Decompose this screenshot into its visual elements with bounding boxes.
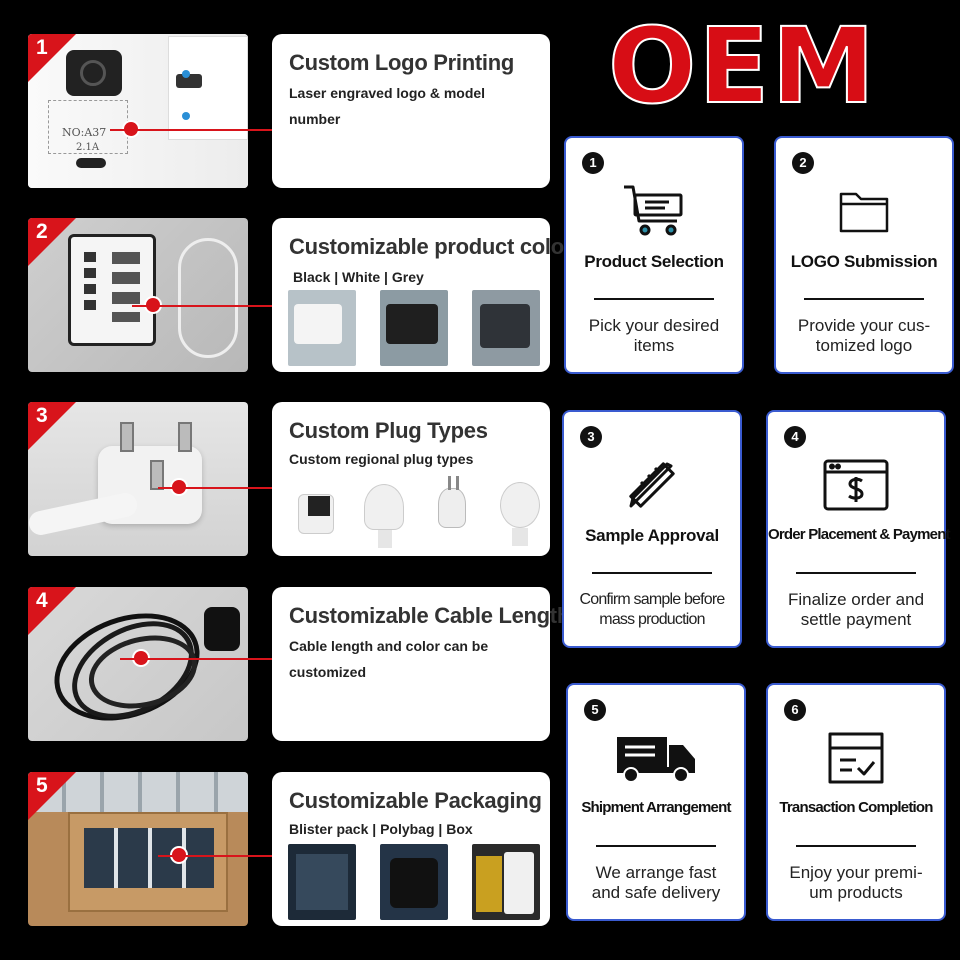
feature-plug-types: 3 Custom Plug Types Custom regional plug… [0, 402, 560, 562]
pencil-ruler-icon [564, 454, 740, 516]
step-divider [596, 845, 716, 847]
step-title: Transaction Completion [779, 799, 933, 816]
step-title: LOGO Submission [790, 252, 938, 271]
feature-cable-length: 4 Customizable Cable Length Cable length… [0, 587, 570, 747]
step-number: 3 [580, 426, 602, 448]
photo-amp-text: 2.1A [76, 142, 100, 153]
step-card-2: 2 LOGO Submission Provide your cus-tomiz… [774, 136, 954, 374]
step-number: 6 [784, 699, 806, 721]
plug-india-icon [356, 474, 412, 550]
color-thumb-white [288, 290, 356, 366]
step-title: Order Placement & Payment [768, 526, 951, 543]
step-number: 5 [584, 699, 606, 721]
connector-line [110, 129, 272, 131]
feature-logo-printing: NO:A37 2.1A 1 Custom Logo Printing Laser… [0, 34, 560, 194]
step-title: Product Selection [584, 252, 724, 271]
payment-browser-icon [768, 454, 944, 516]
feature-number: 2 [36, 220, 48, 243]
feature-card: Customizable Cable Length Cable length a… [272, 587, 570, 741]
feature-number: 1 [36, 36, 48, 59]
folder-icon [776, 180, 952, 242]
step-card-5: 5 Shipment Arrangement We arrange fast a… [566, 683, 746, 921]
color-thumb-black [380, 290, 448, 366]
feature-title: Custom Logo Printing [289, 50, 514, 75]
step-divider [796, 845, 916, 847]
step-title: Sample Approval [585, 526, 719, 545]
package-box-thumb [472, 844, 540, 920]
feature-subtitle: Laser engraved logo & model number [289, 85, 486, 127]
feature-title: Custom Plug Types [289, 418, 488, 443]
step-title: Shipment Arrangement [581, 799, 731, 816]
step-description: Enjoy your premi-um products [789, 863, 923, 902]
plug-uk-icon [288, 474, 344, 550]
feature-number: 5 [36, 774, 48, 797]
plug-schuko-icon [492, 474, 548, 550]
feature-photo: NO:A37 2.1A 1 [28, 34, 248, 188]
feature-number: 4 [36, 589, 48, 612]
feature-photo: 4 [28, 587, 248, 741]
step-divider [594, 298, 714, 300]
step-card-3: 3 Sample Approval Confirm sample before … [562, 410, 742, 648]
feature-subtitle: Blister pack | Polybag | Box [289, 821, 473, 837]
feature-subtitle: Black | White | Grey [293, 269, 424, 285]
step-card-6: 6 Transaction Completion Enjoy your prem… [766, 683, 946, 921]
step-description: Pick your desired items [588, 316, 720, 355]
feature-number: 3 [36, 404, 48, 427]
step-number: 4 [784, 426, 806, 448]
photo-model-text: NO:A37 [62, 126, 107, 139]
oem-heading: OEM [607, 5, 877, 127]
step-description: Finalize order and settle payment [787, 590, 925, 629]
connector-line [132, 305, 272, 307]
feature-subtitle: Cable length and color can be customized [289, 638, 489, 680]
step-card-1: 1 Product Selection Pick your desired it… [564, 136, 744, 374]
feature-photo: 3 [28, 402, 248, 556]
feature-photo: 5 [28, 772, 248, 926]
connector-line [158, 487, 272, 489]
feature-subtitle: Custom regional plug types [289, 451, 474, 467]
feature-product-colors: 2 Customizable product colors Black | Wh… [0, 218, 585, 378]
step-description: We arrange fast and safe delivery [591, 863, 721, 902]
package-polybag-thumb [380, 844, 448, 920]
step-divider [592, 572, 712, 574]
feature-packaging: 5 Customizable Packaging Blister pack | … [0, 772, 560, 932]
feature-title: Customizable Cable Length [289, 603, 570, 628]
feature-card: Customizable Packaging Blister pack | Po… [272, 772, 550, 926]
feature-card: Custom Logo Printing Laser engraved logo… [272, 34, 550, 188]
step-description: Confirm sample before mass production [579, 591, 725, 628]
package-blister-thumb [288, 844, 356, 920]
step-card-4: 4 Order Placement & Payment Finalize ord… [766, 410, 951, 648]
delivery-truck-icon [568, 727, 744, 789]
color-thumb-grey [472, 290, 540, 366]
feature-title: Customizable product colors [289, 234, 585, 259]
step-number: 2 [792, 152, 814, 174]
step-number: 1 [582, 152, 604, 174]
connector-line [120, 658, 272, 660]
feature-card: Custom Plug Types Custom regional plug t… [272, 402, 550, 556]
shopping-cart-icon [566, 180, 742, 242]
feature-card: Customizable product colors Black | Whit… [272, 218, 585, 372]
step-description: Provide your cus-tomized logo [797, 316, 931, 355]
connector-line [158, 855, 272, 857]
feature-photo: 2 [28, 218, 248, 372]
step-divider [796, 572, 916, 574]
step-divider [804, 298, 924, 300]
plug-eu-icon [424, 474, 480, 550]
feature-title: Customizable Packaging [289, 788, 542, 813]
box-check-icon [768, 727, 944, 789]
